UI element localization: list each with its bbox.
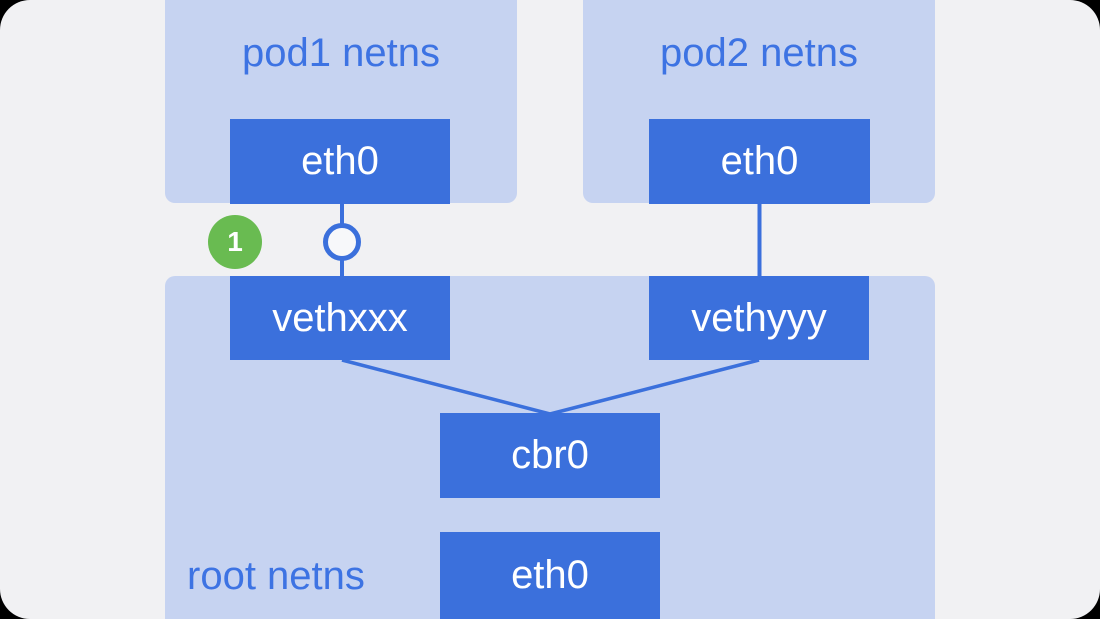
pod1-eth0-node: eth0 [230, 119, 450, 204]
veth-pair-endpoint-marker [323, 223, 361, 261]
vethyyy-cbr0-link [549, 358, 760, 416]
pod2-netns-label: pod2 netns [660, 31, 858, 75]
pod1-netns-label: pod1 netns [242, 31, 440, 75]
vethxxx-node: vethxxx [230, 276, 450, 360]
pod2-eth0-node: eth0 [649, 119, 870, 204]
vethxxx-cbr0-link [341, 358, 551, 416]
step-1-badge: 1 [208, 215, 262, 269]
root-netns-label: root netns [187, 554, 365, 598]
root-eth0-node: eth0 [440, 532, 660, 619]
vethyyy-node: vethyyy [649, 276, 869, 360]
cbr0-bridge-node: cbr0 [440, 413, 660, 498]
